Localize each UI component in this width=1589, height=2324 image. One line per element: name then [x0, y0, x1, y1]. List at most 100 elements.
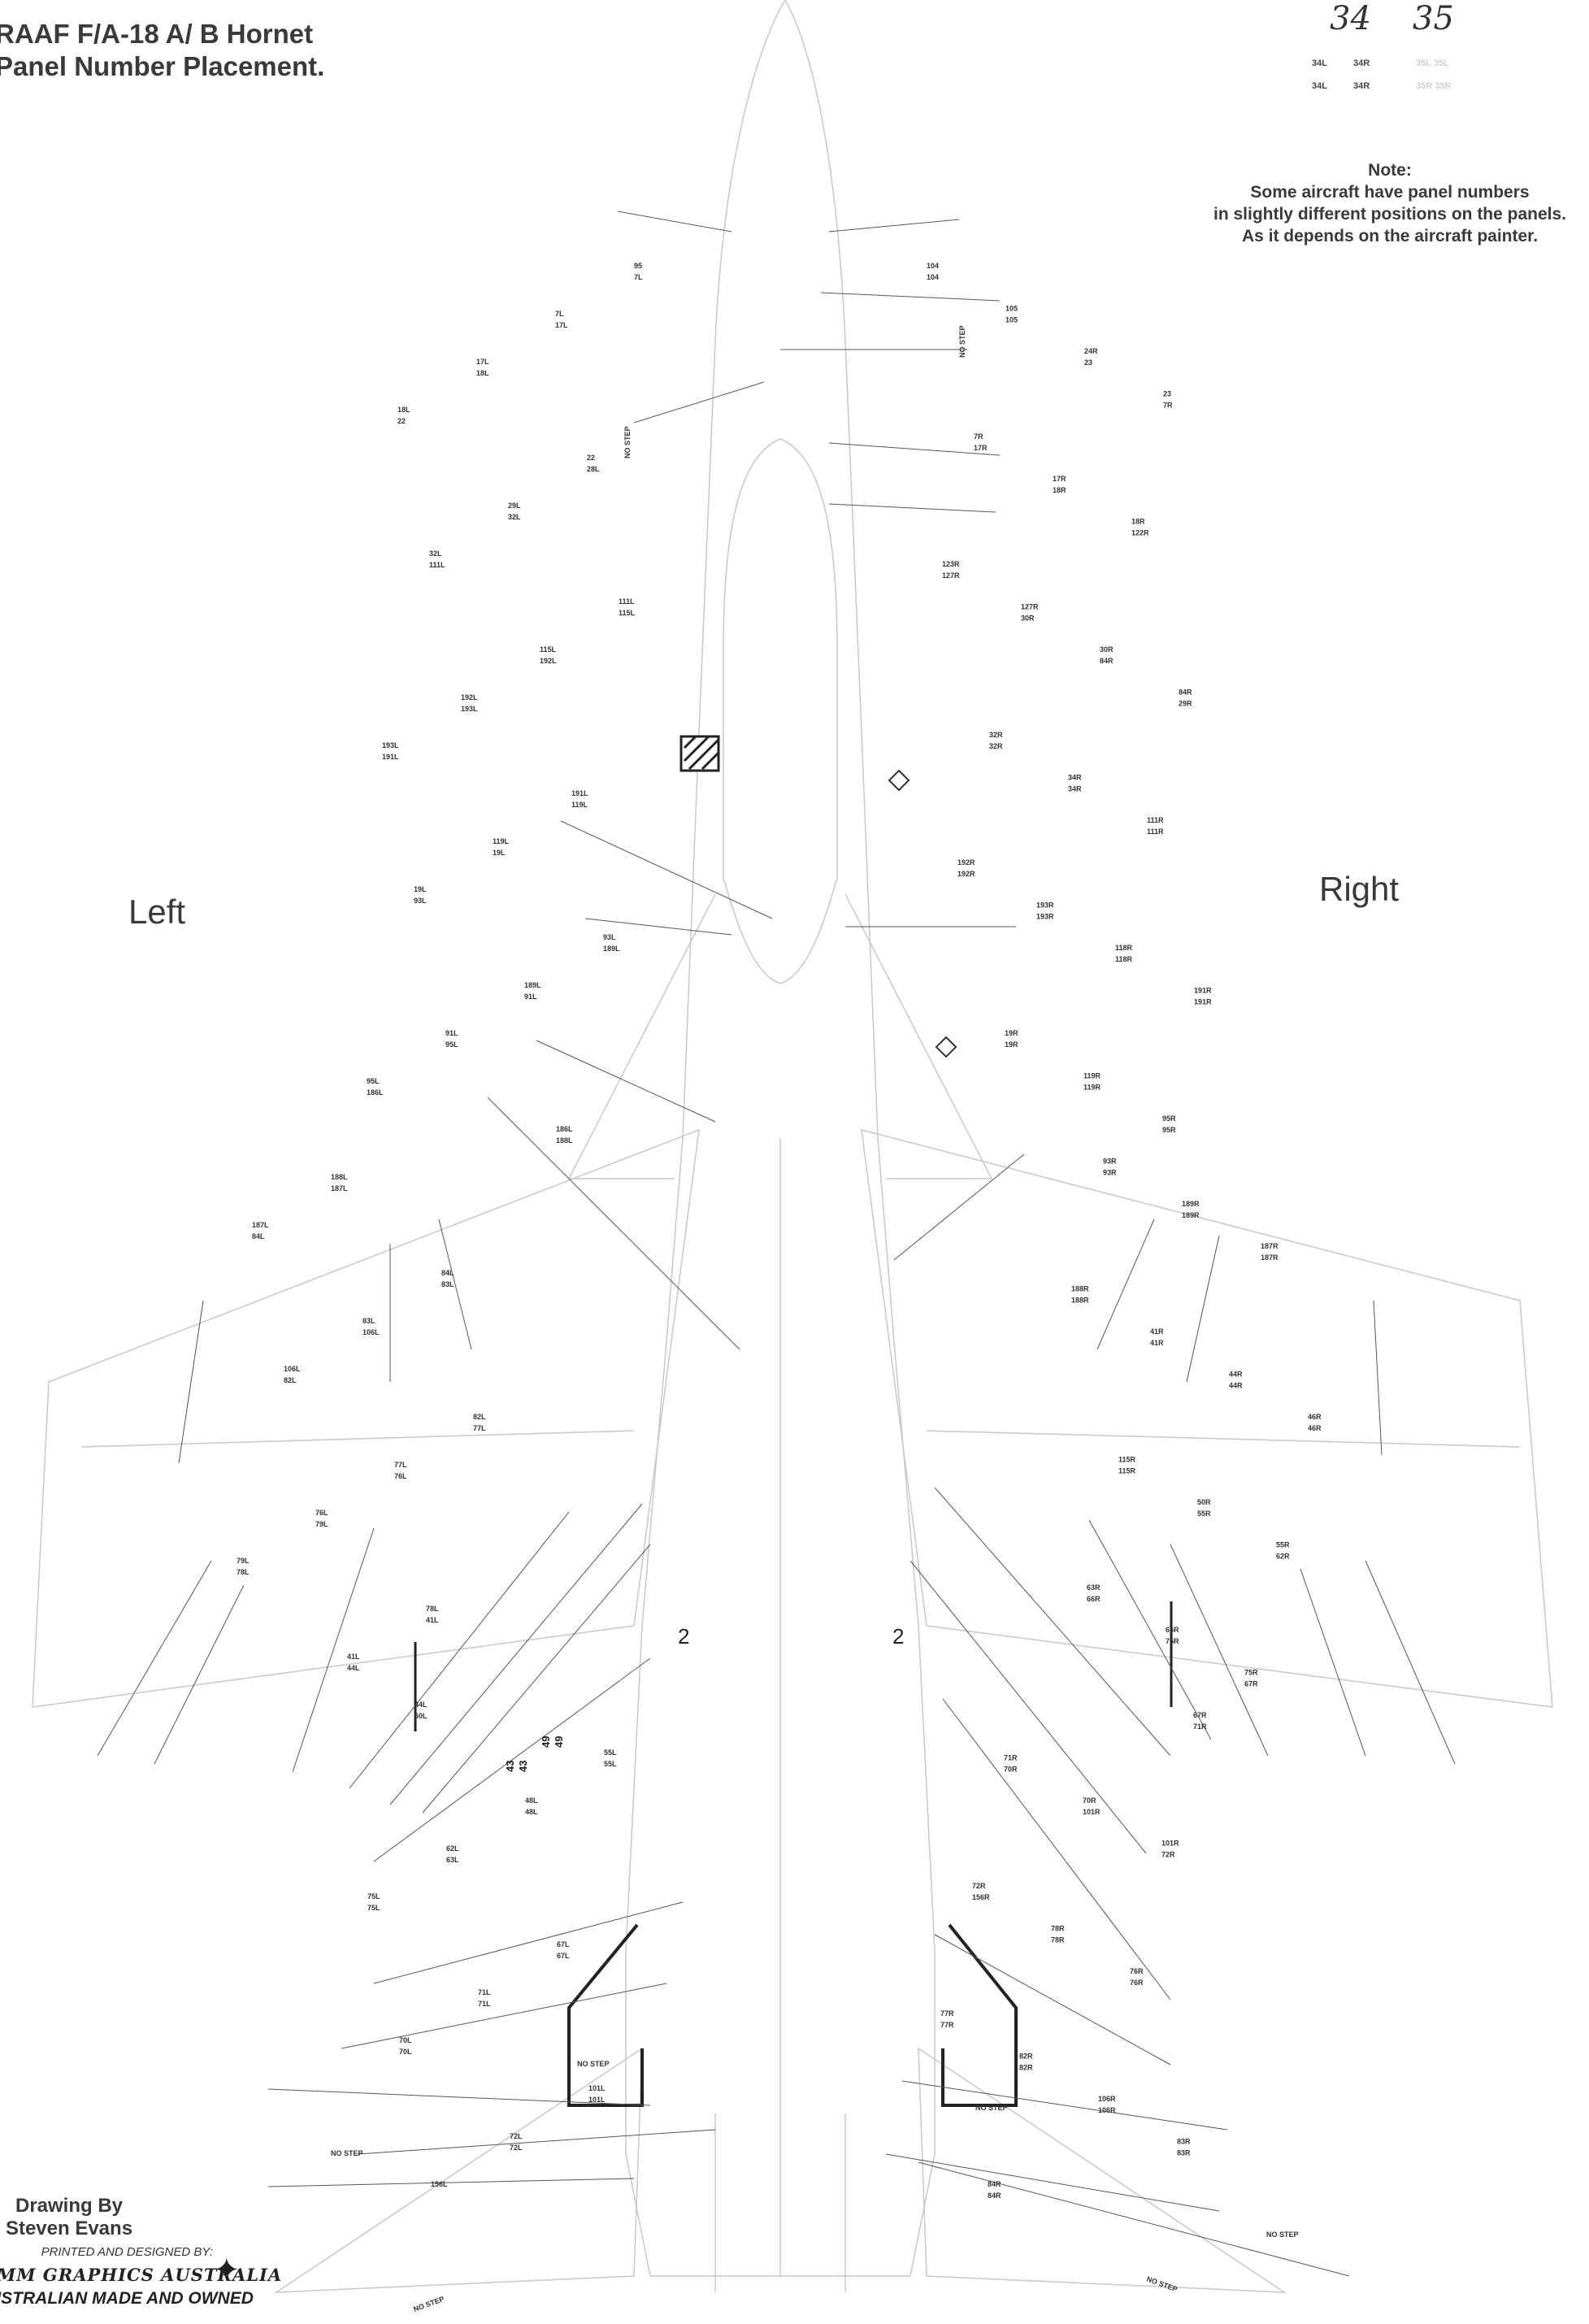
kangaroo-logo-icon: ✦ — [213, 2252, 241, 2288]
right-panel-label: 84R — [1179, 688, 1192, 696]
right-panel-label: 62R — [1276, 1552, 1290, 1560]
right-panel-label: 29R — [1179, 699, 1192, 707]
left-tailplane-outline — [274, 2047, 643, 2293]
canopy-outline — [723, 438, 838, 984]
right-panel-label: 7R — [1163, 401, 1173, 409]
left-panel-label: 95L — [445, 1040, 458, 1049]
right-panel-label: 70R — [1083, 1796, 1096, 1805]
right-panel-label: 67R — [1193, 1711, 1207, 1719]
right-tailplane-outline — [918, 2047, 1287, 2293]
left-panel-label: 91L — [524, 993, 537, 1001]
drawing-by-label: Drawing By — [15, 2195, 124, 2217]
right-panel-label: 78R — [1051, 1924, 1065, 1932]
right-panel-label: 83R — [1177, 2149, 1191, 2157]
right-panel-label: 34R — [1068, 773, 1082, 781]
left-lex-outline — [567, 893, 716, 1179]
stencil-number-34: 34 — [1330, 0, 1371, 37]
right-panel-label: 127R — [942, 571, 960, 580]
right-panel-label: 70R — [1004, 1766, 1018, 1774]
no-step-stencil: NO STEP — [577, 2060, 610, 2068]
right-panel-label: 71R — [1193, 1722, 1207, 1731]
stencil-sample: 35R 35R — [1416, 81, 1452, 91]
left-panel-label: 187L — [252, 1221, 269, 1229]
no-step-stencil: NO STEP — [1145, 2274, 1179, 2293]
right-panel-label: 104 — [927, 262, 939, 270]
left-panel-label: 106L — [284, 1365, 301, 1373]
left-panel-label: 41L — [347, 1653, 360, 1661]
page-title: RAAF F/A-18 A/ B Hornet Panel Number Pla… — [0, 18, 324, 83]
right-panel-label: 76R — [1130, 1979, 1144, 1987]
right-panel-label: 156R — [972, 1893, 990, 1901]
right-lex-outline — [844, 893, 993, 1179]
right-panel-label: 17R — [1053, 475, 1066, 483]
left-panel-label: 189L — [603, 945, 620, 953]
left-panel-label: 32L — [429, 550, 442, 558]
right-panel-label: 189R — [1182, 1200, 1200, 1208]
left-panel-label: 79L — [315, 1520, 328, 1528]
note-line: in slightly different positions on the p… — [1213, 205, 1567, 224]
left-panel-label: 119L — [571, 801, 588, 809]
right-panel-label: 119R — [1083, 1071, 1101, 1079]
left-panel-label: 192L — [540, 657, 557, 665]
brand-logo-text: MM GRAPHICS AUSTRALIA — [0, 2265, 283, 2285]
stencil-sample: 34L — [1312, 59, 1327, 68]
left-panel-label: 77L — [473, 1424, 486, 1432]
left-panel-label: 101L — [588, 2096, 606, 2104]
left-panel-label: 84L — [441, 1269, 454, 1277]
left-panel-label: 41L — [426, 1616, 439, 1624]
left-panel-label: 191L — [571, 789, 588, 797]
right-panel-label: 84R — [988, 2192, 1001, 2200]
left-panel-label: 93L — [414, 897, 427, 905]
left-panel-label: 115L — [540, 645, 557, 654]
right-panel-label: 19R — [1005, 1029, 1018, 1037]
left-panel-label: 156L — [431, 2180, 448, 2188]
left-panel-label: 76L — [315, 1509, 328, 1517]
right-panel-label: 95R — [1162, 1126, 1176, 1134]
warning-hatch-marker — [679, 735, 720, 772]
left-panel-label: 191L — [382, 753, 399, 761]
left-panel-label: 44L — [415, 1701, 428, 1709]
left-panel-label: 7L — [555, 310, 564, 318]
right-panel-label: 83R — [1177, 2138, 1191, 2146]
right-panel-label: 34R — [1068, 784, 1082, 793]
right-panel-label: 50R — [1197, 1498, 1211, 1506]
panel-number-large: 43 — [517, 1761, 529, 1772]
panel-number-large: 49 — [553, 1736, 565, 1748]
right-panel-label: 30R — [1021, 615, 1035, 623]
left-panel-label: 62L — [446, 1844, 459, 1853]
left-panel-label: 72L — [510, 2132, 523, 2140]
left-panel-label: 28L — [587, 465, 600, 473]
right-panel-label: 77R — [940, 2009, 954, 2018]
left-panel-label: 50L — [415, 1712, 428, 1720]
right-panel-label: 19R — [1005, 1040, 1018, 1049]
right-panel-label: 101R — [1161, 1839, 1179, 1847]
right-panel-label: 44R — [1229, 1382, 1243, 1390]
left-panel-label: 55L — [604, 1760, 617, 1768]
stencil-number-35: 35 — [1413, 0, 1454, 37]
right-panel-label: 7R — [974, 432, 983, 441]
right-panel-label: 66R — [1087, 1595, 1101, 1603]
panel-number-large: 49 — [540, 1736, 552, 1748]
right-panel-label: 82R — [1019, 2053, 1033, 2061]
panel-number-large: 2 — [892, 1624, 904, 1649]
right-panel-label: 119R — [1083, 1083, 1101, 1091]
left-panel-label: 83L — [363, 1317, 376, 1325]
right-panel-label: 66R — [1166, 1626, 1179, 1634]
right-panel-label: 187R — [1261, 1253, 1279, 1262]
title-line-1: RAAF F/A-18 A/ B Hornet — [0, 19, 314, 49]
left-panel-label: 17L — [476, 358, 489, 366]
right-panel-label: 41R — [1150, 1327, 1164, 1336]
left-panel-label: 192L — [461, 693, 478, 702]
diamond-marker — [888, 769, 910, 792]
left-panel-label: 75L — [367, 1892, 380, 1900]
left-panel-label: 95L — [367, 1077, 380, 1085]
left-panel-label: 77L — [394, 1461, 407, 1469]
left-panel-label: 19L — [493, 849, 506, 857]
left-panel-label: 44L — [347, 1664, 360, 1672]
right-panel-label: 78R — [1051, 1935, 1065, 1944]
left-panel-label: 84L — [252, 1232, 265, 1240]
left-panel-label: 71L — [478, 2000, 491, 2008]
left-panel-label: 79L — [237, 1557, 250, 1565]
left-panel-label: 193L — [382, 741, 399, 749]
right-panel-label: 23 — [1084, 358, 1092, 367]
